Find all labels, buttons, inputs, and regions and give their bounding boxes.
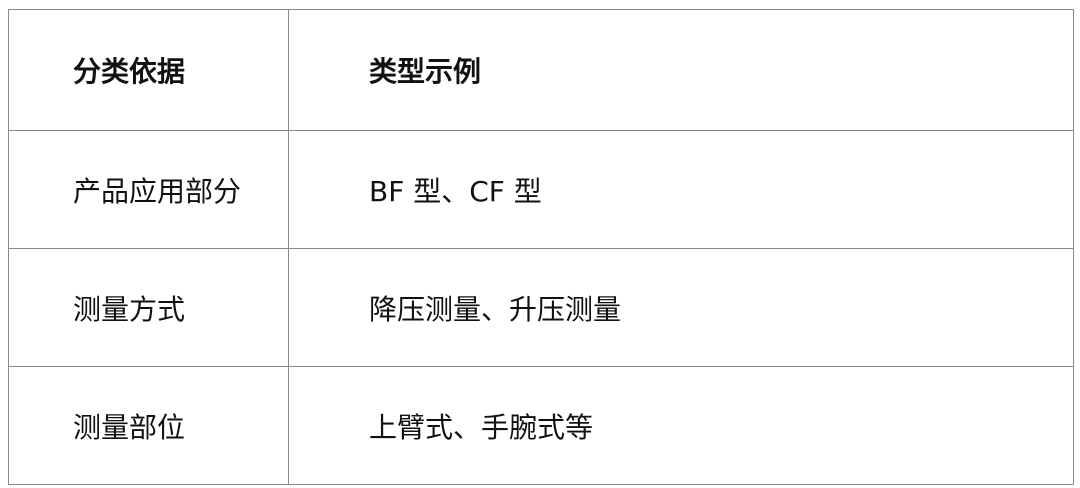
- table-header-row: 分类依据 类型示例: [8, 9, 1074, 131]
- cell-basis: 测量方式: [8, 248, 289, 367]
- cell-examples: 上臂式、手腕式等: [288, 366, 1074, 485]
- table-row: 测量部位 上臂式、手腕式等: [8, 366, 1074, 485]
- classification-table: 分类依据 类型示例 产品应用部分 BF 型、CF 型 测量方式 降压测量、升压测…: [8, 9, 1074, 485]
- cell-basis: 产品应用部分: [8, 130, 289, 249]
- table-row: 产品应用部分 BF 型、CF 型: [8, 130, 1074, 249]
- cell-basis: 测量部位: [8, 366, 289, 485]
- cell-examples: BF 型、CF 型: [288, 130, 1074, 249]
- table-row: 测量方式 降压测量、升压测量: [8, 248, 1074, 367]
- cell-examples: 降压测量、升压测量: [288, 248, 1074, 367]
- header-basis: 分类依据: [8, 9, 289, 131]
- header-examples: 类型示例: [288, 9, 1074, 131]
